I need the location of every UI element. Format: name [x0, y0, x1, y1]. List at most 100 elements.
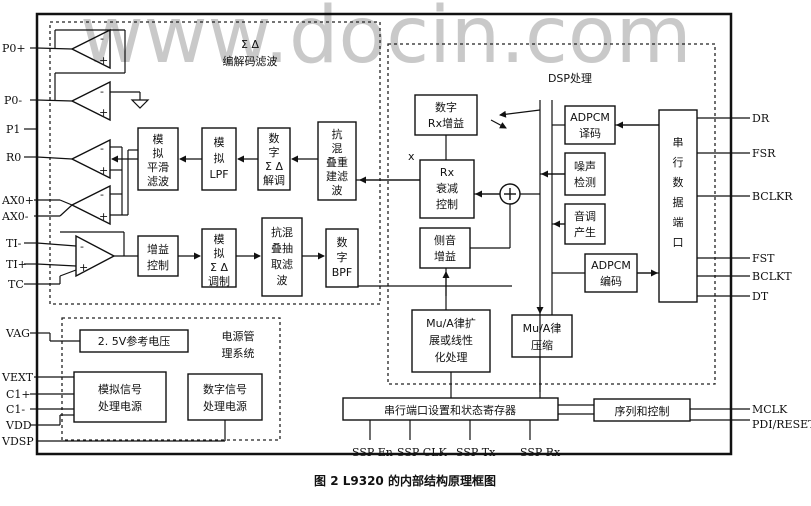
- svg-text:据: 据: [673, 195, 684, 209]
- svg-text:叠重: 叠重: [326, 155, 348, 169]
- pin-bclkr: BCLKR: [752, 190, 793, 203]
- svg-text:口: 口: [673, 236, 684, 249]
- svg-text:Rx增益: Rx增益: [428, 116, 464, 130]
- svg-text:字: 字: [337, 250, 348, 264]
- block-anti-alias-decim: 抗混 叠抽 取滤 波: [271, 225, 293, 287]
- svg-text:Σ Δ: Σ Δ: [210, 261, 228, 274]
- op-amp-ax0: [70, 184, 111, 226]
- svg-text:模: 模: [153, 133, 164, 146]
- svg-text:BPF: BPF: [332, 266, 353, 279]
- pin-ax0-plus: AX0+: [1, 194, 34, 207]
- label-x: x: [408, 150, 415, 163]
- pin-r0: R0: [6, 151, 21, 164]
- left-pins: P0+ P0- P1 R0 AX0+ AX0- TI- TI+ TC VAG V…: [1, 42, 34, 448]
- pin-ssp-rx: SSP Rx: [520, 446, 561, 459]
- svg-text:噪声: 噪声: [574, 159, 596, 173]
- block-mu-a-expand: Mu/A律扩 展或线性 化处理: [426, 316, 476, 364]
- svg-text:增益: 增益: [434, 249, 456, 263]
- svg-text:压缩: 压缩: [531, 339, 553, 352]
- svg-text:叠抽: 叠抽: [271, 241, 293, 255]
- block-analog-smooth: 模 拟 平滑 滤波: [147, 133, 169, 188]
- svg-text:译码: 译码: [579, 127, 601, 140]
- right-pin-wiring: [690, 117, 750, 421]
- svg-text:理系统: 理系统: [222, 347, 255, 360]
- op-amp-p0-minus: [70, 80, 111, 122]
- block-sidetone: 侧音 增益: [434, 233, 456, 263]
- watermark: www.docin.com: [80, 0, 692, 81]
- control-blocks: [342, 397, 691, 422]
- svg-text:解调: 解调: [263, 173, 285, 187]
- control-wiring: [369, 404, 594, 440]
- block-digital-bpf: 数 字 BPF: [332, 236, 353, 279]
- codec-blocks: [137, 121, 359, 297]
- svg-text:ADPCM: ADPCM: [591, 259, 631, 272]
- block-digital-sd-demod: 数 字 Σ Δ 解调: [263, 132, 285, 187]
- svg-text:电源管: 电源管: [222, 329, 255, 343]
- block-analog-sd-mod: 模 拟 Σ Δ 调制: [208, 233, 230, 288]
- power-section: [61, 317, 281, 441]
- pin-ssp-en: SSP En: [352, 446, 393, 459]
- svg-text:模拟信号: 模拟信号: [98, 382, 142, 396]
- codec-section: [49, 21, 381, 305]
- svg-text:Σ Δ: Σ Δ: [241, 38, 259, 51]
- block-tone-gen: 音调 产生: [574, 209, 596, 239]
- svg-text:数: 数: [337, 236, 348, 249]
- svg-text:+: +: [99, 106, 108, 119]
- block-digital-power: 数字信号 处理电源: [203, 382, 247, 413]
- pin-pdi-reset: PDI/RESET: [752, 418, 811, 431]
- pin-mclk: MCLK: [752, 403, 788, 416]
- svg-text:控制: 控制: [147, 258, 169, 272]
- svg-text:ADPCM: ADPCM: [570, 111, 610, 124]
- block-rx-atten: Rx 衰减 控制: [436, 166, 458, 211]
- svg-text:拟: 拟: [214, 246, 225, 260]
- codec-arrows: [111, 155, 325, 260]
- pin-dr: DR: [752, 112, 770, 125]
- svg-text:编码: 编码: [600, 274, 622, 288]
- pin-dt: DT: [752, 290, 769, 303]
- svg-text:数: 数: [673, 176, 684, 189]
- svg-text:Mu/A律: Mu/A律: [523, 322, 562, 335]
- pin-vag: VAG: [5, 327, 30, 340]
- svg-text:串: 串: [673, 136, 684, 149]
- svg-text:-: -: [80, 240, 84, 253]
- bottom-pins: SSP En SSP CLK SSP Tx SSP Rx: [352, 446, 561, 459]
- svg-text:-: -: [100, 32, 104, 45]
- svg-text:处理电源: 处理电源: [203, 399, 247, 413]
- op-amp-signs: -+ -+ -+ -+ -+: [79, 32, 108, 274]
- svg-text:滤波: 滤波: [147, 175, 169, 188]
- summing-junction-icon: [499, 183, 521, 205]
- svg-text:+: +: [79, 261, 88, 274]
- svg-text:数字信号: 数字信号: [203, 382, 247, 396]
- svg-text:增益: 增益: [147, 242, 169, 256]
- svg-text:抗: 抗: [332, 127, 343, 141]
- block-vref: 2. 5V参考电压: [98, 334, 171, 348]
- svg-text:编解码滤波: 编解码滤波: [223, 54, 278, 68]
- block-serial-data-port: 串 行 数 据 端 口: [673, 136, 684, 249]
- dsp-arrows: [359, 109, 659, 314]
- svg-text:拟: 拟: [214, 151, 225, 165]
- svg-text:-: -: [100, 142, 104, 155]
- right-pins: DR FSR BCLKR FST BCLKT DT MCLK PDI/RESET: [752, 112, 811, 431]
- pin-p1: P1: [6, 123, 20, 136]
- svg-text:模: 模: [214, 136, 225, 149]
- svg-text:+: +: [99, 164, 108, 177]
- svg-text:波: 波: [332, 184, 343, 197]
- svg-text:产生: 产生: [574, 225, 596, 239]
- svg-text:波: 波: [277, 274, 288, 287]
- pin-fst: FST: [752, 252, 775, 265]
- svg-text:衰减: 衰减: [436, 181, 458, 195]
- pin-bclkt: BCLKT: [752, 270, 792, 283]
- svg-text:Σ Δ: Σ Δ: [265, 160, 283, 173]
- block-adpcm-dec: ADPCM 译码: [570, 111, 610, 140]
- chip-boundary: [35, 12, 733, 456]
- pin-ti-minus: TI-: [6, 237, 22, 250]
- figure-caption: 图 2 L9320 的内部结构原理框图: [314, 473, 496, 488]
- block-serial-ctrl-reg: 串行端口设置和状态寄存器: [384, 403, 516, 417]
- pin-vdsp: VDSP: [1, 435, 34, 448]
- svg-text:端: 端: [673, 216, 684, 229]
- svg-text:+: +: [99, 210, 108, 223]
- svg-text:音调: 音调: [574, 209, 596, 223]
- pin-c1-minus: C1-: [6, 403, 25, 416]
- block-rx-gain: 数字 Rx增益: [428, 100, 464, 130]
